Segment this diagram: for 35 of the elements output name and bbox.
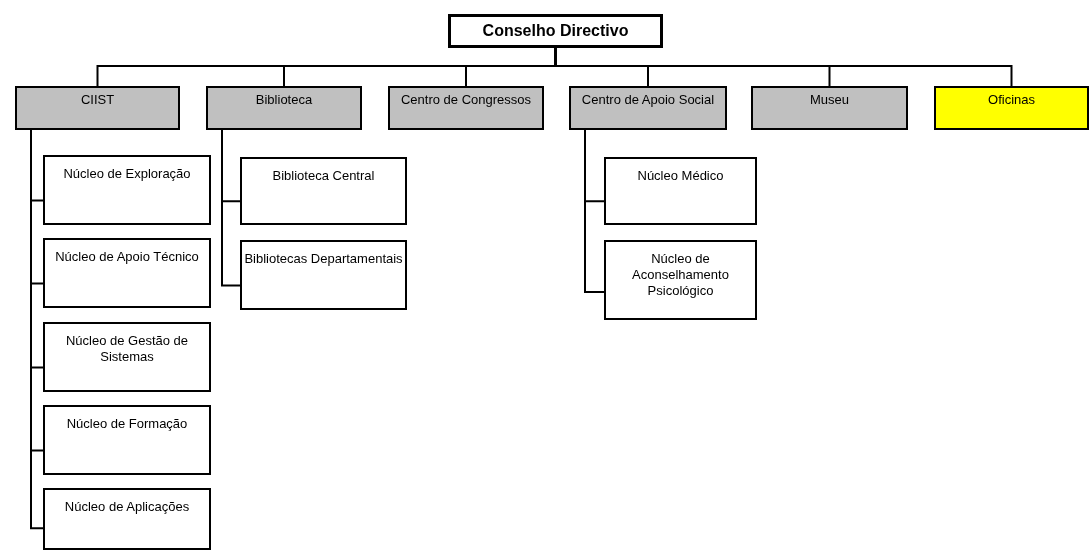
box-label: Bibliotecas Departamentais [244, 251, 403, 267]
box-label: Núcleo de Gestão de Sistemas [64, 333, 190, 365]
org-box-head [448, 14, 663, 48]
department-box [569, 86, 727, 130]
unit-box [240, 157, 407, 225]
department-box [388, 86, 544, 130]
unit-box [43, 488, 211, 550]
department-box [751, 86, 908, 130]
unit-box [240, 240, 407, 310]
connector-line [221, 129, 241, 287]
department-box [15, 86, 180, 130]
box-label: Biblioteca Central [271, 168, 376, 184]
box-label: Núcleo de Aconselhamento Psicológico [631, 251, 730, 299]
box-label: Centro de Apoio Social [580, 92, 716, 108]
unit-box [43, 322, 211, 392]
unit-box [604, 240, 757, 320]
connector-line [554, 47, 1013, 87]
unit-box [43, 405, 211, 475]
box-label: CIIST [79, 92, 116, 108]
connector-line [584, 129, 605, 293]
box-label: Conselho Directivo [481, 21, 630, 41]
unit-box [43, 155, 211, 225]
box-label: Oficinas [987, 92, 1036, 108]
box-label: Núcleo de Exploração [62, 166, 192, 182]
box-label: Museu [809, 92, 850, 108]
unit-box [604, 157, 757, 225]
box-label: Núcleo de Formação [65, 416, 189, 432]
department-box [206, 86, 362, 130]
box-label: Núcleo de Apoio Técnico [54, 249, 200, 265]
unit-box [43, 238, 211, 308]
box-label: Núcleo Médico [636, 168, 725, 184]
department-box [934, 86, 1089, 130]
box-label: Centro de Congressos [399, 92, 533, 108]
box-label: Núcleo de Aplicações [63, 499, 191, 515]
box-label: Biblioteca [254, 92, 314, 108]
